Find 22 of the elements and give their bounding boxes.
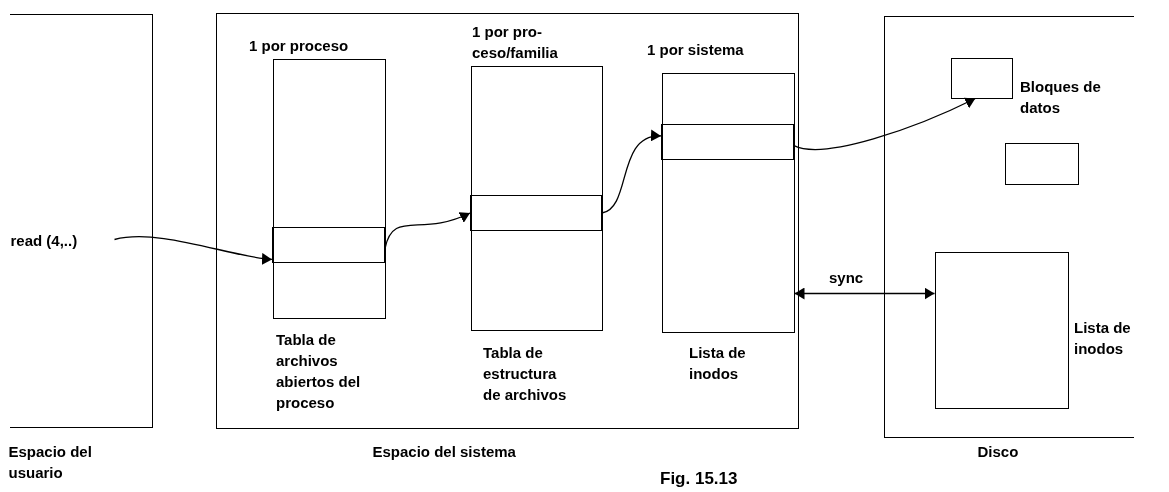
table-caption: Lista de inodos — [689, 343, 747, 384]
table-entry — [470, 195, 602, 231]
region-label: Espacio del usuario — [8, 441, 93, 483]
block-caption: Lista de inodos — [1074, 318, 1132, 359]
table-caption: Tabla de archivos abiertos del proceso — [276, 330, 362, 413]
table-caption: Tabla de estructura de archivos — [483, 343, 568, 405]
figure-caption: Fig. 15.13 — [660, 468, 738, 489]
data-block — [950, 57, 1013, 99]
system-call-text: read (4,..) — [10, 230, 79, 251]
arrow — [793, 97, 976, 151]
table-entry — [661, 124, 794, 160]
table-entry — [272, 227, 385, 263]
column-heading: 1 por pro- ceso/familia — [472, 22, 559, 63]
region-label: Espacio del sistema — [372, 441, 517, 462]
data-block — [1004, 142, 1079, 185]
region-label: Disco — [977, 441, 1020, 462]
arrow — [601, 130, 662, 214]
arrow — [793, 287, 936, 300]
arrow — [113, 236, 273, 265]
column-heading: 1 por proceso — [249, 36, 350, 56]
block-caption: Bloques de datos — [1020, 77, 1102, 118]
column-heading: 1 por sistema — [647, 40, 745, 60]
